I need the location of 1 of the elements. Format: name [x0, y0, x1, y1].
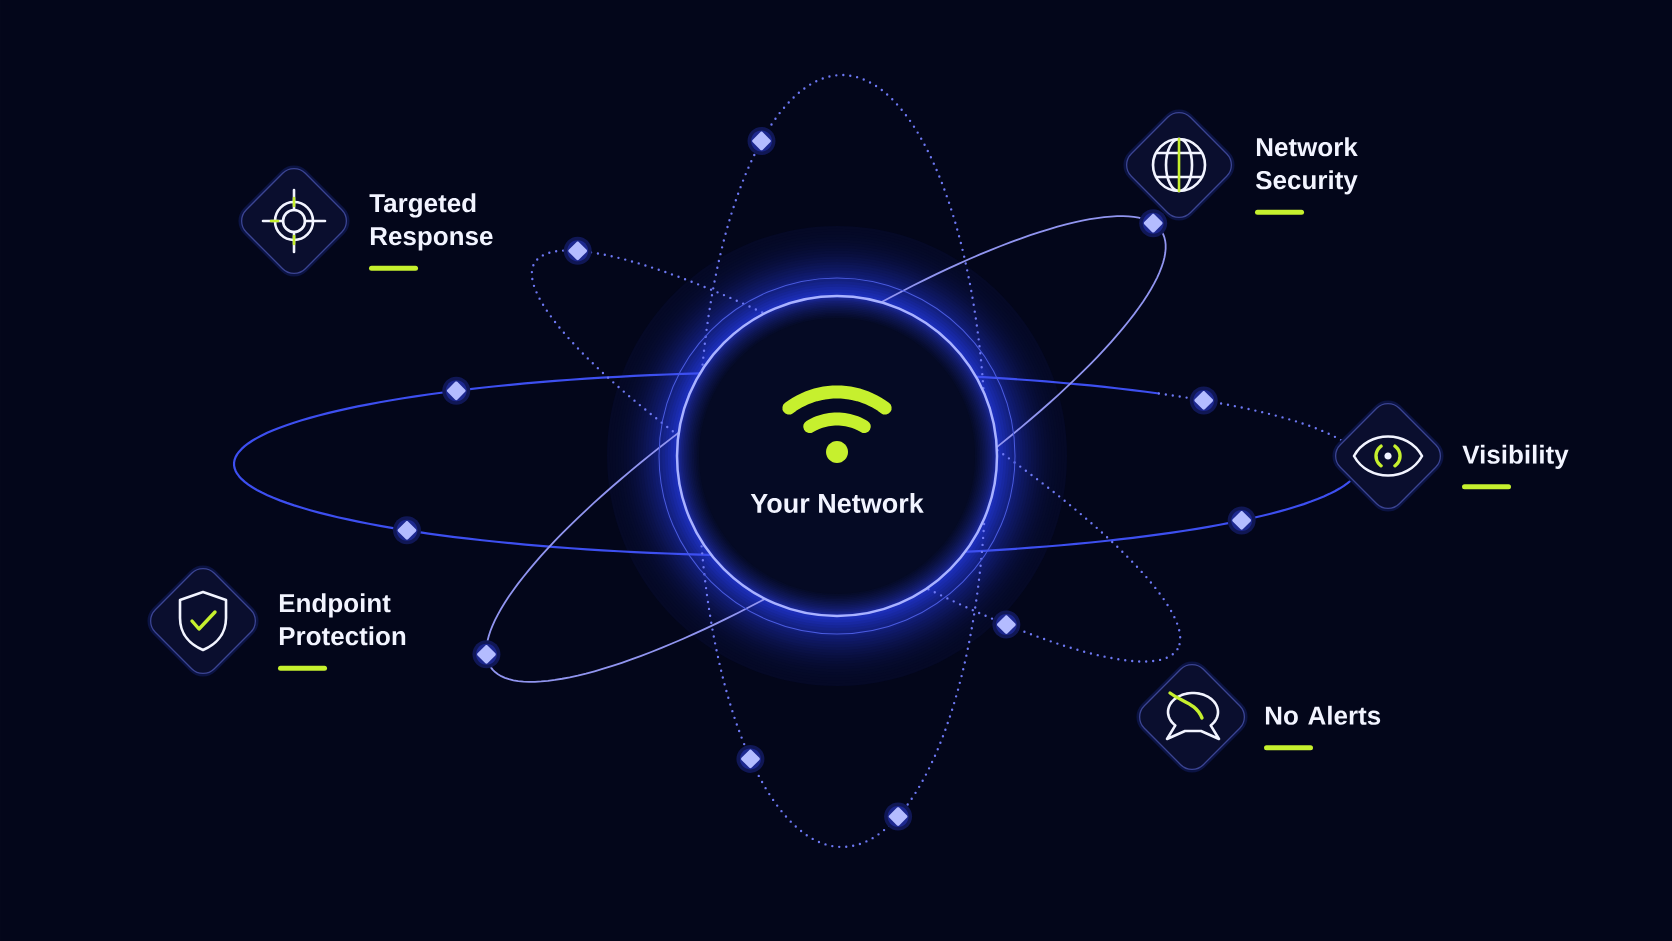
feature-label: Visibility [1462, 444, 1569, 469]
